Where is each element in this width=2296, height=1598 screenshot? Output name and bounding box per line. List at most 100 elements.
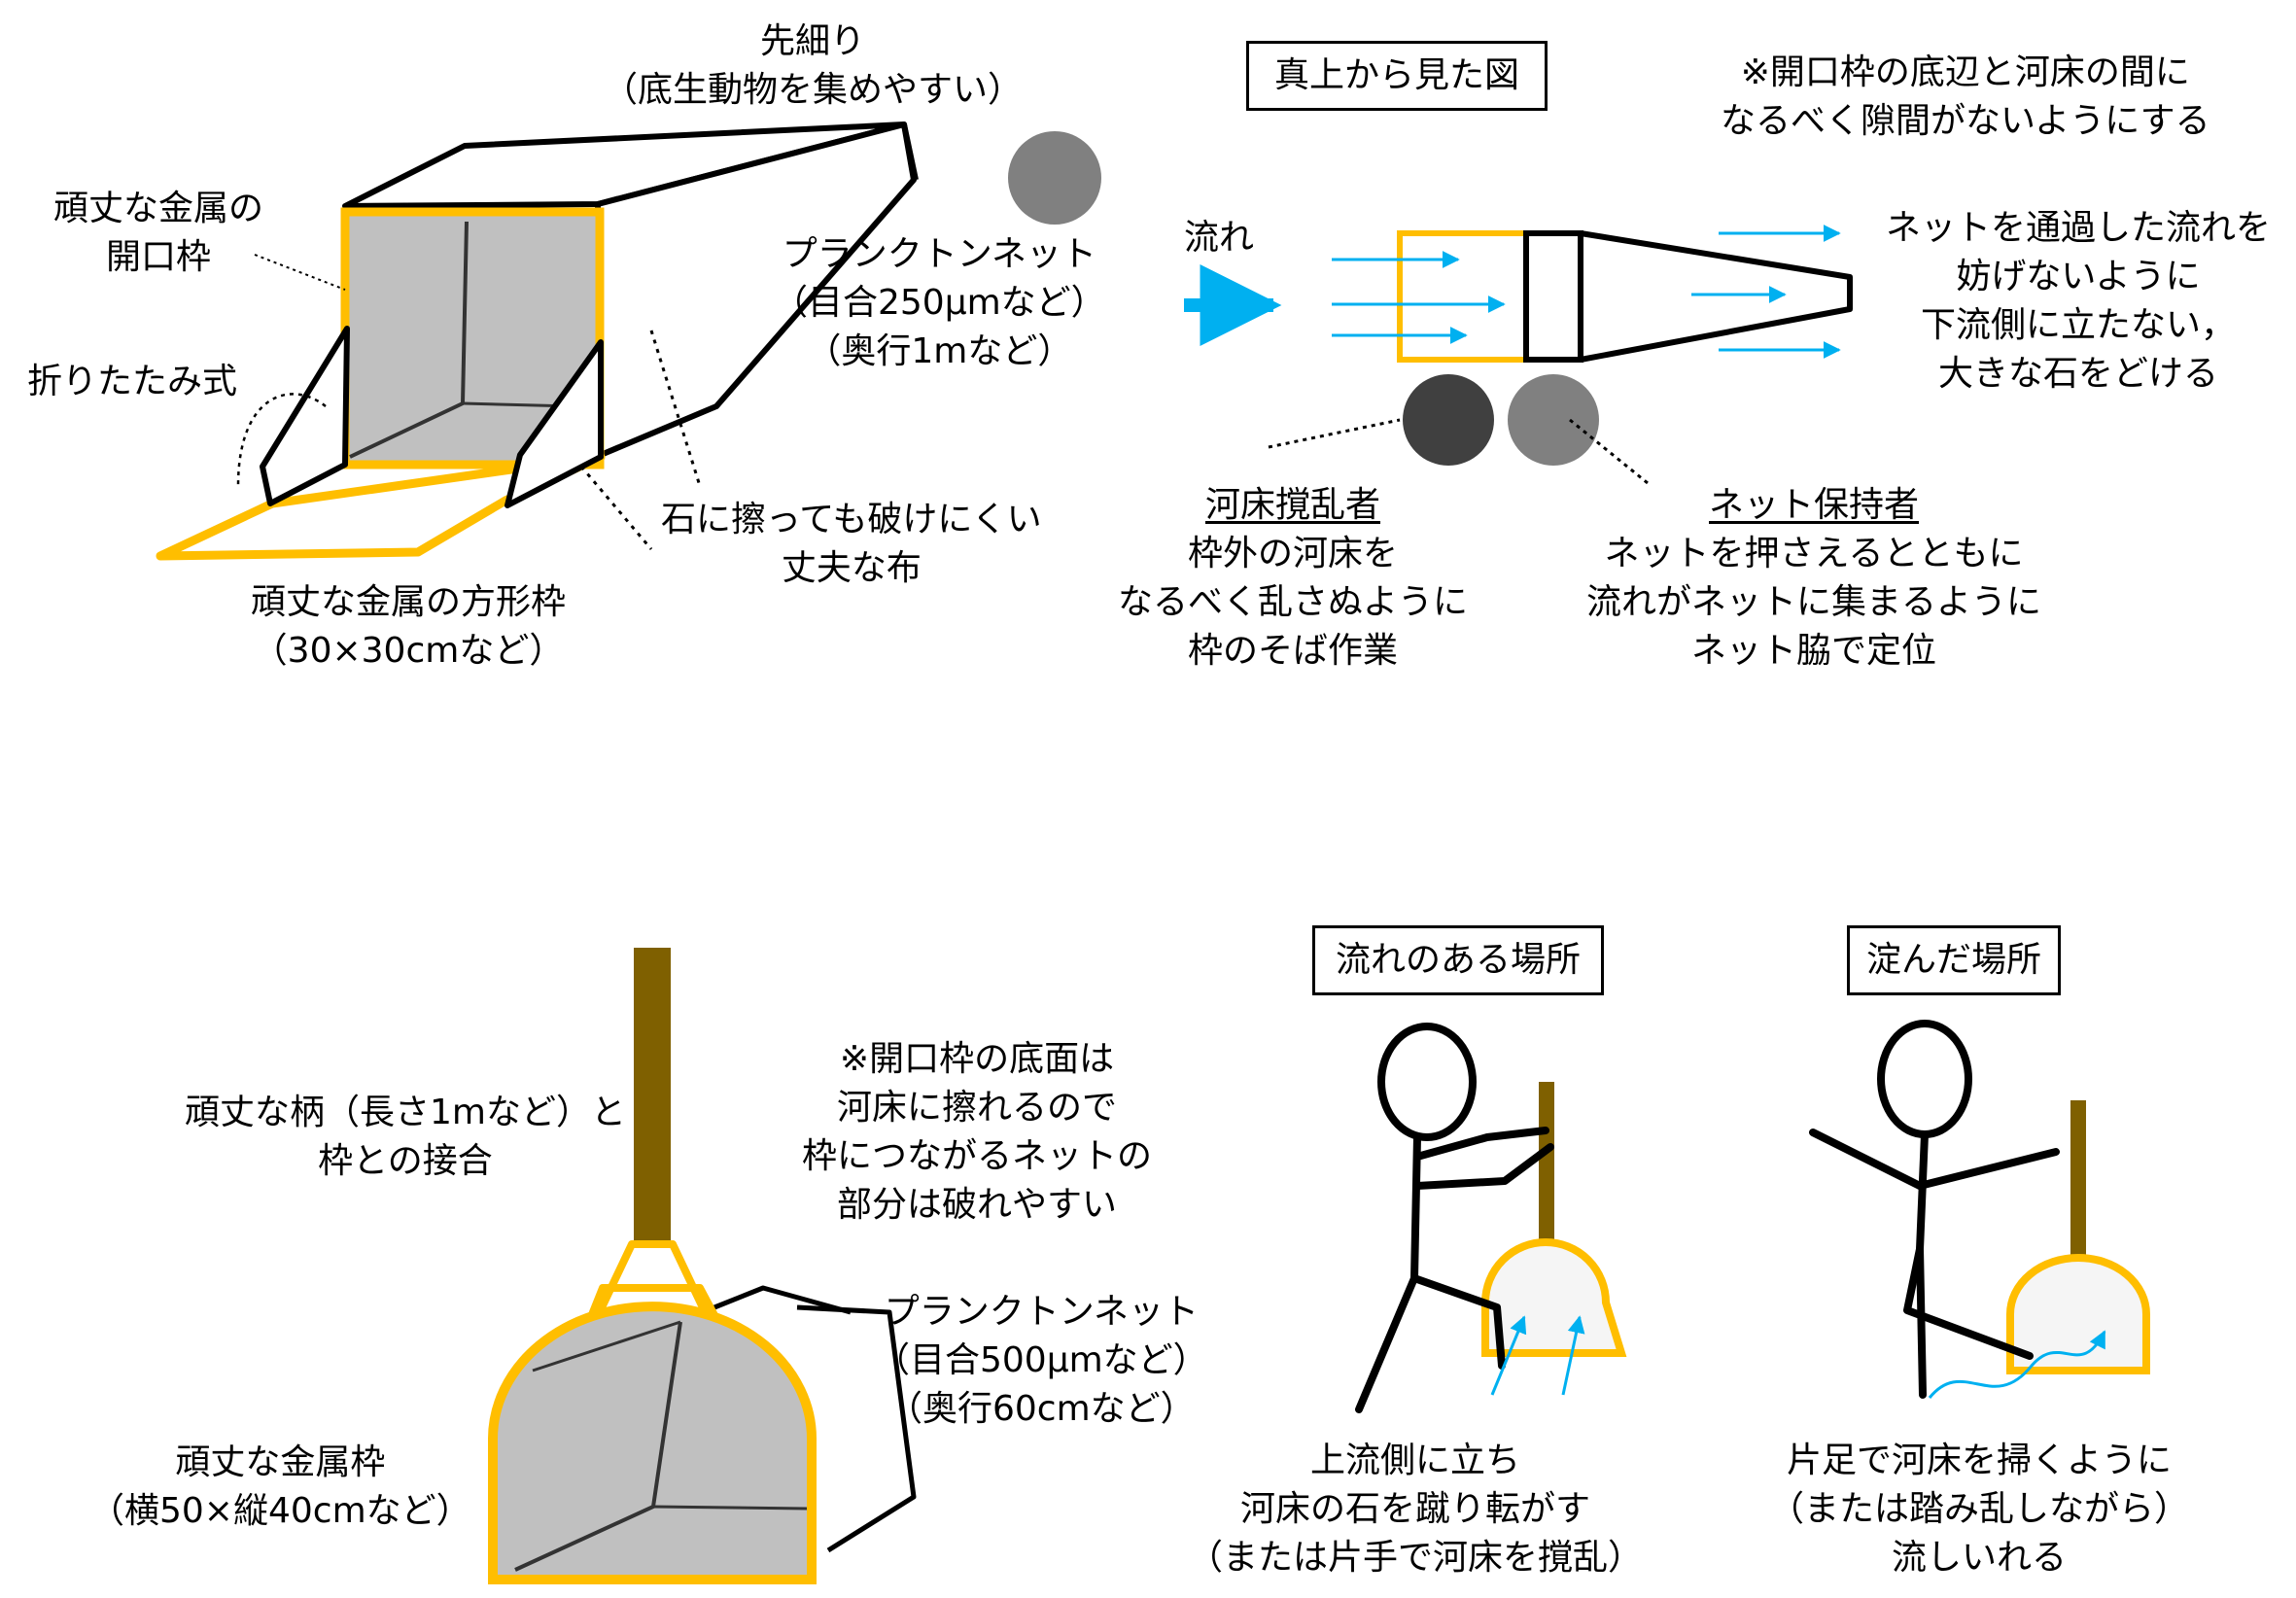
flowing-site-arrow-2 xyxy=(1561,1315,1585,1396)
d-net-inner-line-1 xyxy=(652,1505,808,1511)
d-frame-note-line-4: 部分は破れやすい xyxy=(837,1185,1118,1225)
handle xyxy=(634,948,671,1244)
open-frame-label: 頑丈な金属の 開口枠 xyxy=(53,185,263,282)
flowing-site-arrow-1 xyxy=(1490,1315,1527,1396)
d-plankton-net-label-line-2: （目合500μmなど） xyxy=(875,1340,1208,1380)
stone-gray-top xyxy=(1008,131,1101,225)
flowing-site-person xyxy=(1355,1023,1554,1413)
downstream-note-line-4: 大きな石をどける xyxy=(1938,354,2219,394)
taper-label-line-1: 先細り xyxy=(760,21,866,61)
still-person-leg xyxy=(1903,1245,2034,1360)
d-net-inner-line-2 xyxy=(532,1320,681,1372)
taper-label: 先細り （底生動物を集めやすい） xyxy=(603,17,1023,115)
folding-label: 折りたたみ式 xyxy=(27,358,237,406)
still-site-person xyxy=(1809,1020,2060,1399)
still-person-head xyxy=(1877,1020,1972,1138)
square-frame-label-line-1: 頑丈な金属の方形枠 xyxy=(251,582,567,622)
holder-label: ネット保持者 ネットを押さえるとともに 流れがネットに集まるように ネット脇で定… xyxy=(1586,481,2041,676)
flowing-site-desc-line-3: （または片手で河床を撹乱） xyxy=(1188,1538,1644,1578)
d-frame-note: ※開口枠の底面は 河床に擦れるので 枠につながるネットの 部分は破れやすい xyxy=(802,1035,1152,1230)
top-view-title-box: 真上から見た図 xyxy=(1246,41,1548,111)
square-frame-label: 頑丈な金属の方形枠 （30×30cmなど） xyxy=(251,578,566,676)
top-net-body xyxy=(1578,230,1853,363)
net-tip-line xyxy=(901,123,919,181)
still-person-arm-right xyxy=(1916,1148,2060,1190)
flow-arrows xyxy=(1332,225,1841,359)
still-site-drawing xyxy=(1809,1020,2150,1399)
flowing-site-drawing xyxy=(1355,1023,1627,1413)
still-site-flow xyxy=(1928,1330,2106,1399)
flowing-site-desc-line-1: 上流側に立ち xyxy=(1310,1441,1521,1480)
top-frame-band xyxy=(1523,230,1583,363)
d-frame-note-line-1: ※開口枠の底面は xyxy=(839,1039,1115,1079)
open-frame-label-line-2: 開口枠 xyxy=(106,237,212,277)
handle-label-line-2: 枠との接合 xyxy=(318,1141,493,1181)
top-view-note-line-2: なるべく隙間がないようにする xyxy=(1721,101,2210,141)
leader-disturber xyxy=(1268,418,1401,449)
flowing-site-handle xyxy=(1539,1082,1554,1241)
folding-arc xyxy=(236,393,327,487)
d-frame-note-line-3: 枠につながるネットの xyxy=(802,1136,1153,1176)
flow-label: 流れ xyxy=(1184,214,1254,262)
d-frame-label-line-1: 頑丈な金属枠 xyxy=(175,1442,386,1482)
d-frame xyxy=(488,1302,817,1584)
folding-label-text: 折りたたみ式 xyxy=(27,362,238,401)
still-site-desc-line-2: （または踏み乱しながら） xyxy=(1769,1489,2190,1529)
side-panel-right xyxy=(504,339,604,508)
still-site-desc-line-1: 片足で河床を掃くように xyxy=(1787,1441,2173,1480)
d-frame-label-line-2: （横50×縦40cmなど） xyxy=(89,1491,471,1531)
disturber-title: 河床撹乱者 xyxy=(1205,485,1381,525)
d-frame-note-line-2: 河床に擦れるので xyxy=(837,1088,1118,1128)
flowing-person-leg xyxy=(1410,1274,1506,1370)
downstream-note: ネットを通過した流れを 妨げないように 下流側に立たない， 大きな石をどける xyxy=(1886,204,2271,399)
holder-desc-line-3: ネット脇で定位 xyxy=(1691,631,1937,671)
flowing-site-desc: 上流側に立ち 河床の石を蹴り転がす （または片手で河床を撹乱） xyxy=(1188,1437,1643,1582)
holder-marker xyxy=(1508,374,1599,466)
surber-net-drawing xyxy=(156,122,919,561)
d-frame-label: 頑丈な金属枠 （横50×縦40cmなど） xyxy=(89,1439,471,1536)
holder-desc-line-1: ネットを押さえるとともに xyxy=(1604,534,2024,573)
downstream-note-line-2: 妨げないように xyxy=(1956,257,2201,296)
disturber-marker xyxy=(1403,374,1494,466)
side-panel-left xyxy=(260,326,350,506)
still-site-title: 淀んだ場所 xyxy=(1865,940,2041,980)
leader-cloth xyxy=(579,466,653,550)
top-view-note: ※開口枠の底辺と河床の間に なるべく隙間がないようにする xyxy=(1721,49,2210,146)
flowing-person-arm-2 xyxy=(1413,1143,1554,1190)
flow-label-text: 流れ xyxy=(1184,218,1255,258)
plankton-net-label-line-3: （奥行1mなど） xyxy=(806,331,1073,371)
flowing-person-body xyxy=(1355,1133,1421,1413)
still-site-title-box: 淀んだ場所 xyxy=(1847,925,2061,995)
holder-title: ネット保持者 xyxy=(1709,485,1920,525)
plankton-net-label: プランクトンネット （目合250μmなど） （奥行1mなど） xyxy=(773,230,1106,376)
holder-desc-line-2: 流れがネットに集まるように xyxy=(1586,582,2042,622)
d-net-top-edge xyxy=(713,1285,852,1315)
d-plankton-net-label-line-3: （奥行60cmなど） xyxy=(887,1389,1196,1429)
d-plankton-net-label-line-1: プランクトンネット xyxy=(884,1292,1199,1332)
disturber-desc-line-3: 枠のそば作業 xyxy=(1188,631,1399,671)
disturber-label: 河床撹乱者 枠外の河床を なるべく乱さぬように 枠のそば作業 xyxy=(1118,481,1468,676)
plankton-net-label-line-2: （目合250μmなど） xyxy=(773,283,1106,323)
top-view-note-line-1: ※開口枠の底辺と河床の間に xyxy=(1740,52,2190,92)
still-site-desc: 片足で河床を掃くように （または踏み乱しながら） 流しいれる xyxy=(1769,1437,2189,1582)
flowing-person-arm-1 xyxy=(1413,1127,1549,1161)
cloth-label: 石に擦っても破けにくい 丈夫な布 xyxy=(661,496,1042,593)
top-view-title: 真上から見た図 xyxy=(1273,55,1519,95)
still-person-arm-left xyxy=(1809,1129,1924,1190)
leader-open-frame xyxy=(254,254,346,291)
handle-label-line-1: 頑丈な柄（長さ1mなど）と xyxy=(185,1093,626,1132)
still-site-handle xyxy=(2070,1100,2086,1268)
cloth-label-line-2: 丈夫な布 xyxy=(781,548,922,588)
open-frame-label-line-1: 頑丈な金属の xyxy=(53,189,264,228)
flowing-person-head xyxy=(1377,1023,1477,1141)
leader-net xyxy=(649,330,702,487)
taper-label-line-2: （底生動物を集めやすい） xyxy=(603,70,1024,110)
square-frame-label-line-2: （30×30cmなど） xyxy=(252,631,565,671)
still-site-frame xyxy=(2006,1254,2150,1374)
flowing-site-title-box: 流れのある場所 xyxy=(1312,925,1604,995)
flowing-site-title: 流れのある場所 xyxy=(1335,940,1581,980)
downstream-note-line-1: ネットを通過した流れを xyxy=(1886,208,2272,248)
downstream-note-line-3: 下流側に立たない， xyxy=(1921,305,2237,345)
handle-label: 頑丈な柄（長さ1mなど）と 枠との接合 xyxy=(185,1089,626,1186)
